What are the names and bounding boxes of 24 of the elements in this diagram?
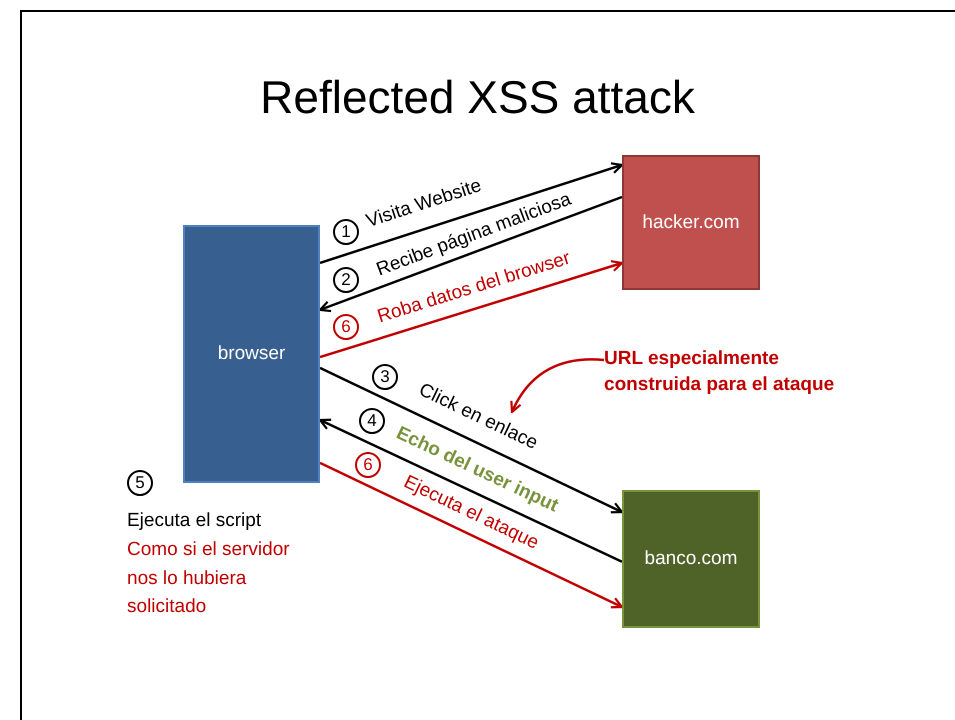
server-box bbox=[622, 155, 760, 290]
arrow bbox=[318, 418, 623, 563]
arrow bbox=[320, 162, 624, 264]
step-number: 6 bbox=[333, 314, 359, 340]
node-label: banco.com bbox=[644, 548, 738, 570]
step-number: 6 bbox=[355, 452, 381, 478]
node-label: browser bbox=[218, 343, 286, 365]
title: Reflected XSS attack bbox=[259, 70, 696, 124]
note-text: Como si el servidor nos lo hubiera solicitado bbox=[127, 538, 291, 619]
arrow bbox=[318, 196, 622, 312]
arrow bbox=[319, 462, 624, 608]
step-number: 1 bbox=[333, 219, 359, 245]
arrow bbox=[319, 366, 624, 514]
node-label: hacker.com bbox=[642, 212, 740, 234]
step-number: 5 bbox=[127, 470, 153, 496]
step-number: 2 bbox=[333, 267, 359, 293]
leader-arrow bbox=[510, 358, 604, 414]
server-box bbox=[622, 490, 760, 628]
step-number: 3 bbox=[372, 364, 398, 390]
browser-box bbox=[183, 225, 320, 483]
arrow bbox=[320, 260, 624, 358]
callout-text: URL especialmente construida para el ataque bbox=[604, 346, 869, 398]
note-text: Ejecuta el script bbox=[127, 509, 262, 533]
step-number: 4 bbox=[359, 408, 385, 434]
